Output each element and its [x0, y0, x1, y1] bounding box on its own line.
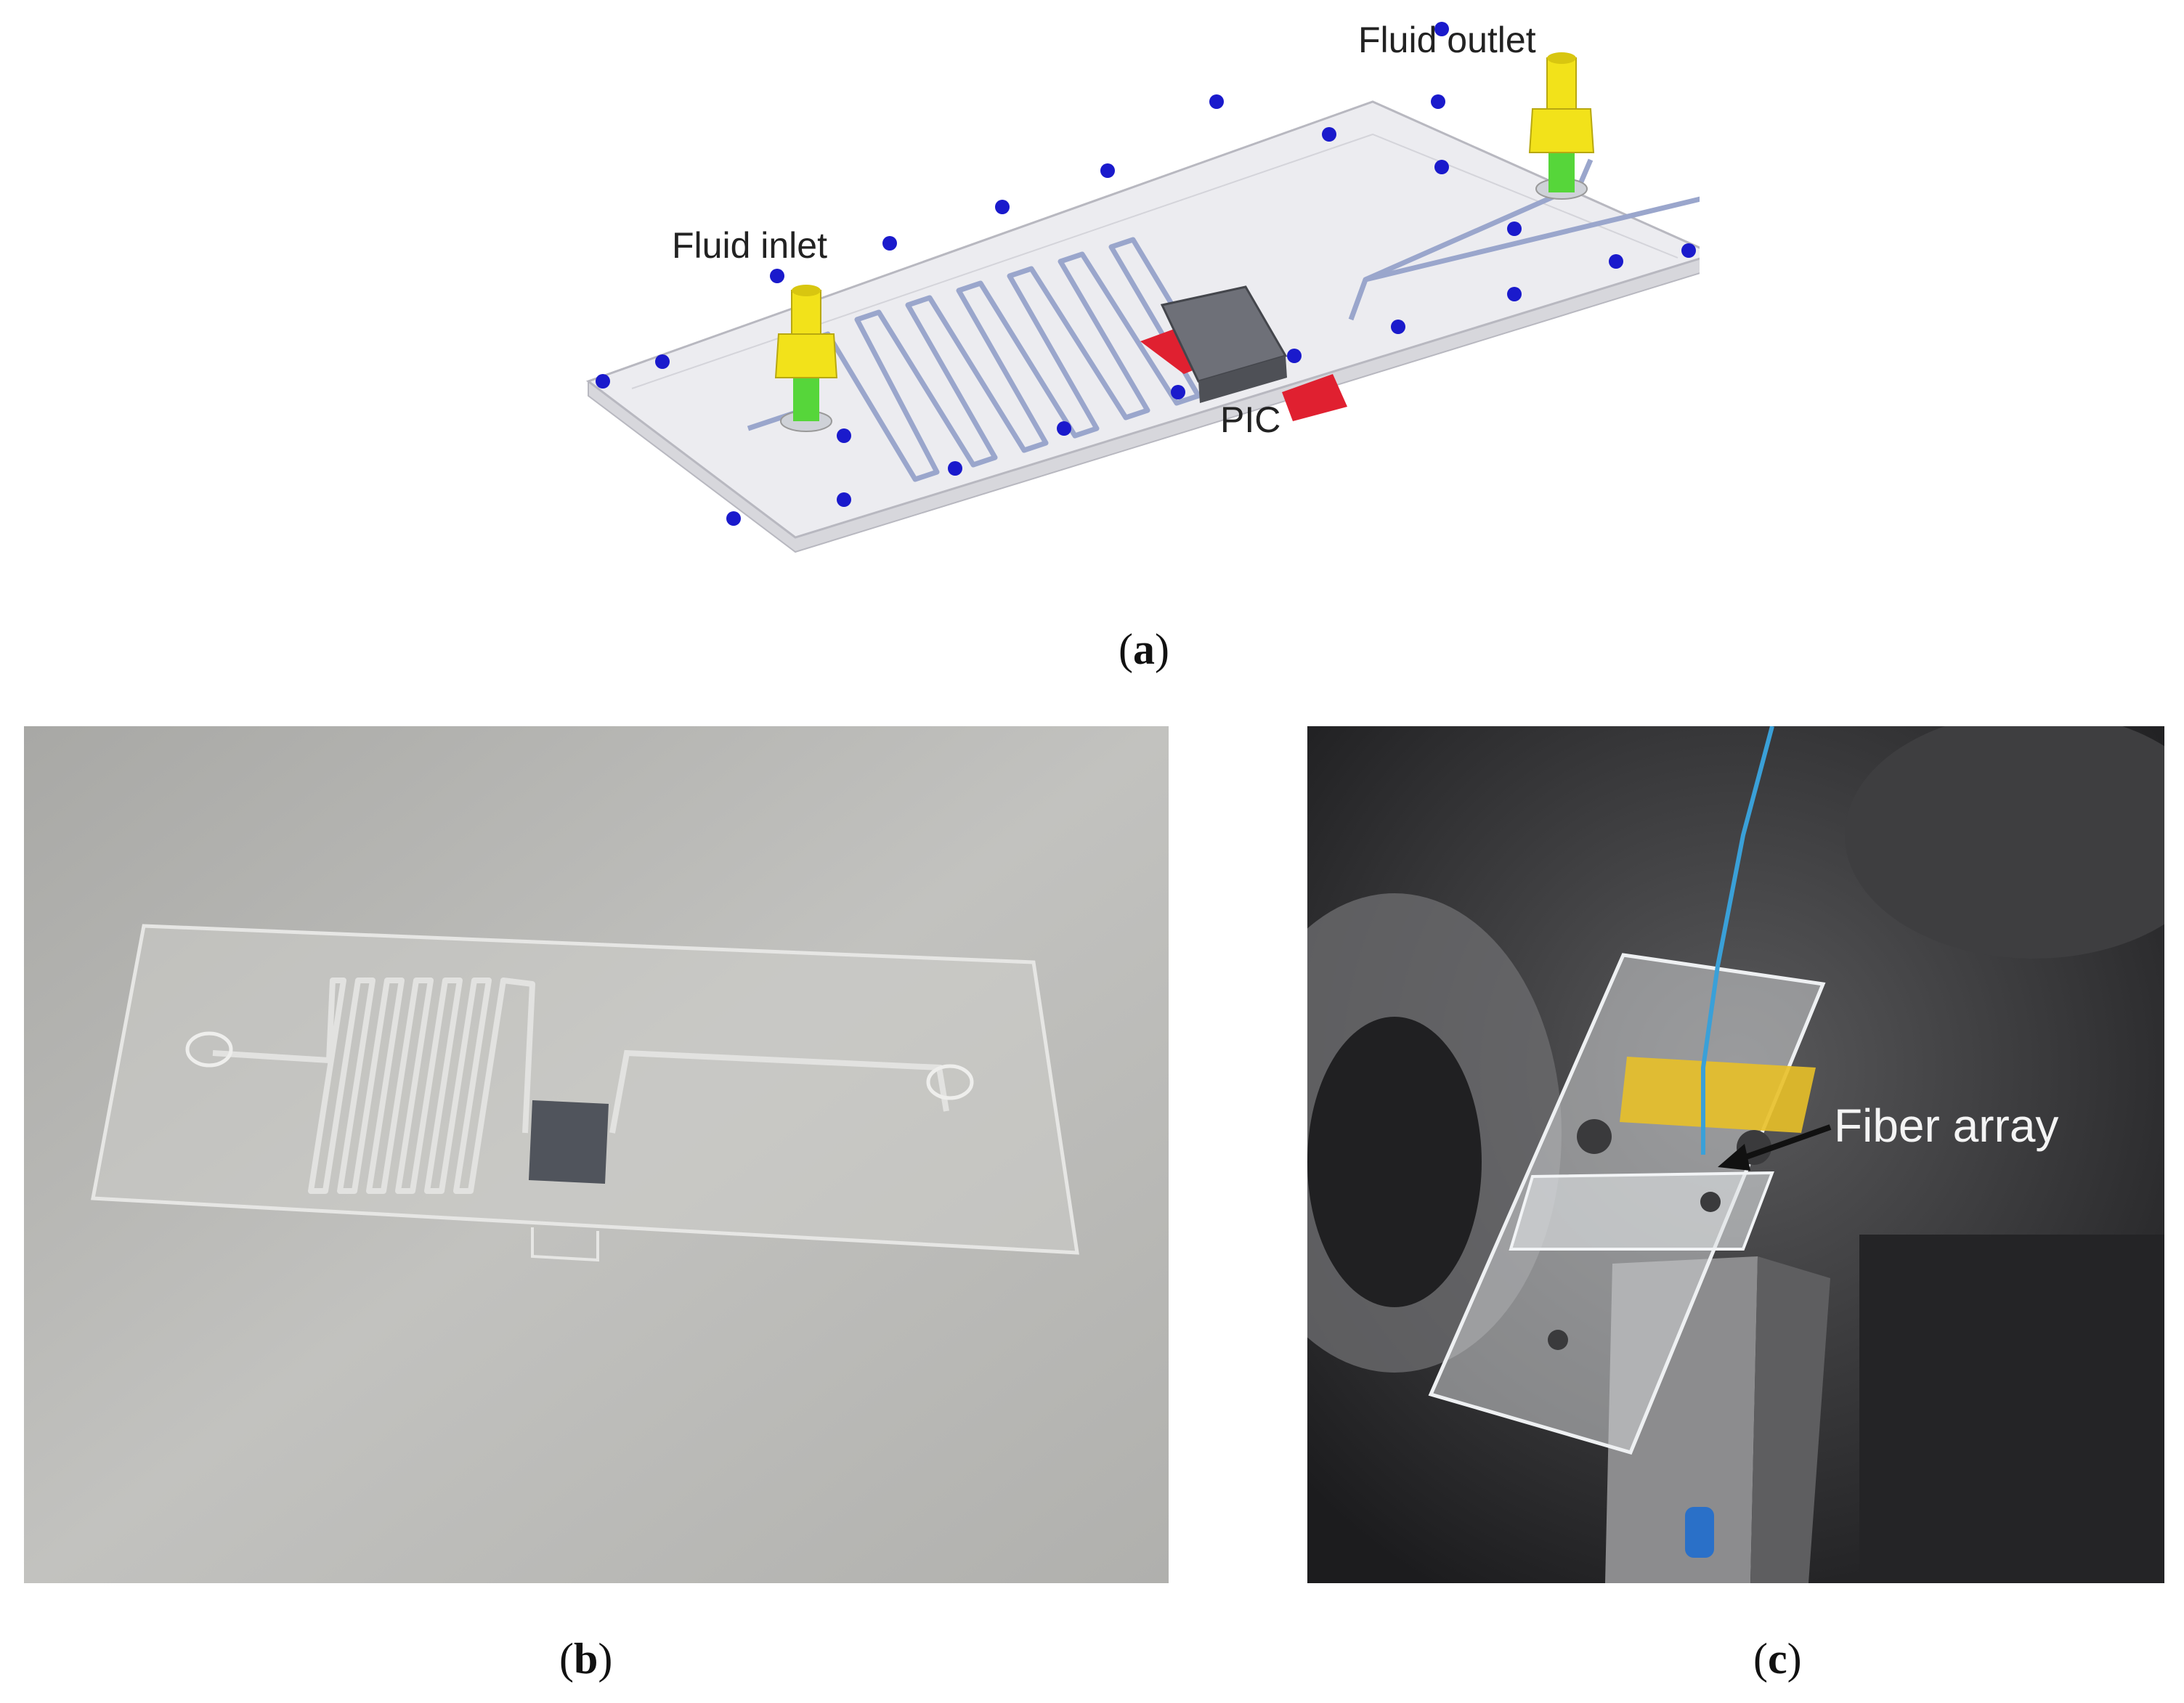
fluid-outlet-connector: [1528, 52, 1595, 200]
clamp-right: [1282, 374, 1347, 421]
screw-holes: [596, 22, 1696, 526]
panel-a-cad-rendering: Fluid inlet Fluid outlet PIC: [567, 15, 1758, 566]
label-fluid-outlet: Fluid outlet: [1358, 20, 1536, 60]
panel-b-photo: [24, 726, 1169, 1583]
photo-measurement-setup: Fiber array: [1307, 726, 2164, 1583]
label-pic: PIC: [1220, 399, 1280, 440]
yellow-tape: [1620, 1057, 1816, 1133]
optical-fiber: [1701, 726, 1774, 1155]
fluid-inlet-connector: [774, 285, 838, 432]
label-fiber-array: Fiber array: [1834, 1100, 2058, 1152]
cad-rendering: Fluid inlet Fluid outlet PIC: [585, 20, 1758, 553]
serpentine-channel: [747, 158, 1758, 482]
caption-c: (c): [1753, 1635, 1802, 1683]
label-fluid-inlet: Fluid inlet: [672, 225, 827, 266]
arrow-fiber-array: [1734, 1124, 1832, 1163]
caption-a: (a): [1119, 625, 1169, 673]
photo-microfluidic-chip: [24, 726, 1169, 1583]
caption-b: (b): [559, 1635, 613, 1683]
pic-chip-assembly: [1140, 285, 1347, 421]
pic-chip: [529, 1100, 609, 1184]
panel-c-photo: Fiber array: [1307, 726, 2164, 1583]
